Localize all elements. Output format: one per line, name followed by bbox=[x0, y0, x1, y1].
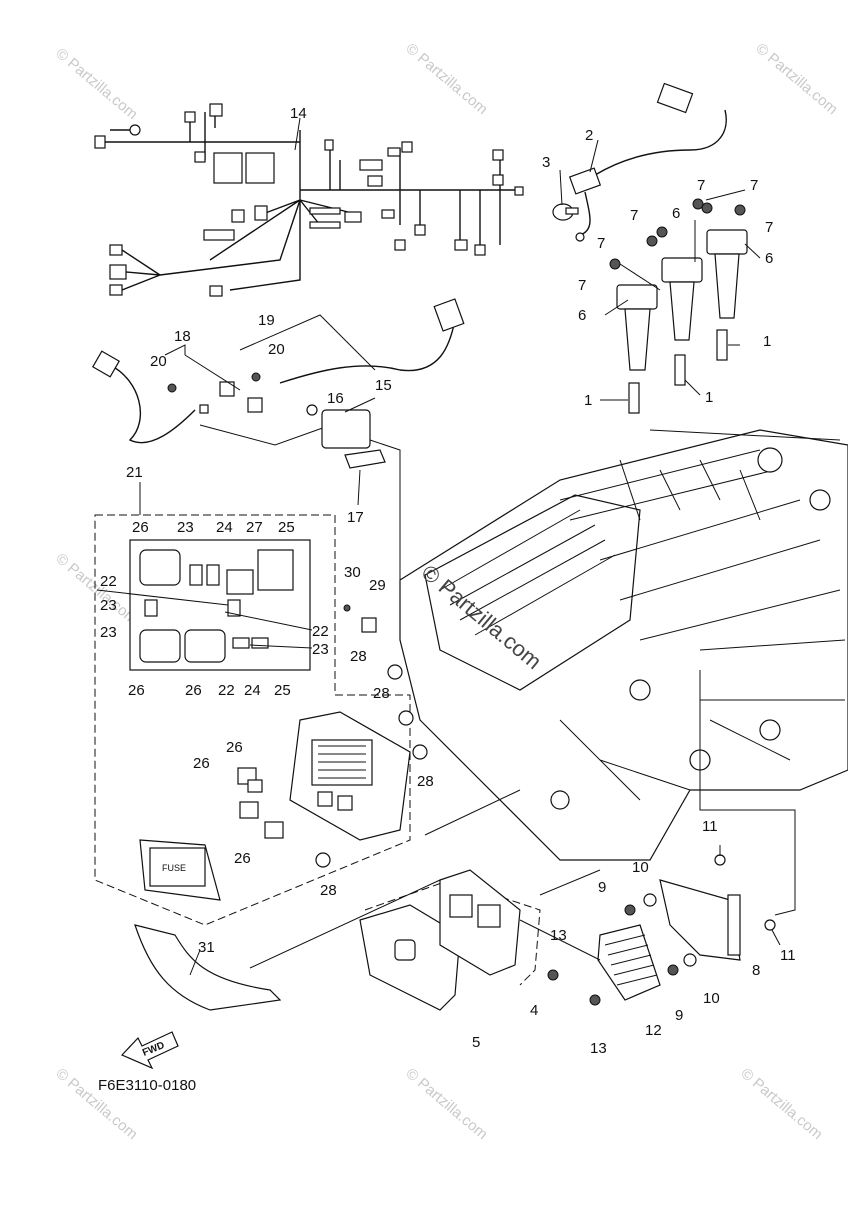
module-mount bbox=[359, 869, 541, 1011]
callout-label: 26 bbox=[226, 739, 243, 756]
callout-label: 2 bbox=[585, 127, 593, 144]
callout-label: 28 bbox=[417, 773, 434, 790]
rectifier-regulator bbox=[424, 670, 796, 1006]
callout-label: 26 bbox=[234, 850, 251, 867]
callout-label: 23 bbox=[100, 597, 117, 614]
watermark: © Partzilla.com bbox=[52, 550, 140, 628]
callout-label: 26 bbox=[128, 682, 145, 699]
spark-plugs bbox=[600, 329, 740, 414]
callout-label: 21 bbox=[126, 464, 143, 481]
relay bbox=[306, 397, 401, 640]
callout-label: 26 bbox=[193, 755, 210, 772]
fwd-arrow: FWD bbox=[120, 1031, 179, 1070]
watermark: © Partzilla.com bbox=[52, 45, 140, 123]
ecm-unit: FUSE bbox=[139, 604, 428, 901]
callout-label: 7 bbox=[750, 177, 758, 194]
callout-label: 1 bbox=[584, 392, 592, 409]
ignition-coils bbox=[604, 220, 761, 371]
callout-label: 12 bbox=[645, 1022, 662, 1039]
callout-label: 27 bbox=[246, 519, 263, 536]
wire-harness bbox=[94, 103, 524, 297]
callout-label: 14 bbox=[290, 105, 307, 122]
callout-label: 9 bbox=[598, 879, 606, 896]
callout-labels: 1 1 1 2 3 4 5 6 6 6 7 7 7 7 7 7 8 9 9 10… bbox=[100, 105, 796, 1057]
callout-label: 29 bbox=[369, 577, 386, 594]
watermark: © Partzilla.com bbox=[752, 40, 840, 118]
callout-label: 6 bbox=[765, 250, 773, 267]
callout-label: 13 bbox=[590, 1040, 607, 1057]
callout-label: 26 bbox=[185, 682, 202, 699]
callout-label: 24 bbox=[216, 519, 233, 536]
callout-label: 9 bbox=[675, 1007, 683, 1024]
callout-label: 3 bbox=[542, 154, 550, 171]
callout-label: 6 bbox=[578, 307, 586, 324]
callout-label: 25 bbox=[274, 682, 291, 699]
callout-label: 15 bbox=[375, 377, 392, 394]
callout-label: 7 bbox=[630, 207, 638, 224]
callout-label: 31 bbox=[198, 939, 215, 956]
callout-label: 7 bbox=[697, 177, 705, 194]
callout-label: 7 bbox=[765, 219, 773, 236]
callout-label: 7 bbox=[578, 277, 586, 294]
callout-label: 25 bbox=[278, 519, 295, 536]
callout-label: 10 bbox=[632, 859, 649, 876]
callout-label: 28 bbox=[350, 648, 367, 665]
callout-label: 20 bbox=[268, 341, 285, 358]
callout-label: 28 bbox=[373, 685, 390, 702]
fuse-box-assy bbox=[94, 482, 411, 926]
plug-cap-lead bbox=[552, 82, 727, 242]
bracket bbox=[134, 879, 441, 1011]
callout-label: 22 bbox=[312, 623, 329, 640]
callout-label: 4 bbox=[530, 1002, 538, 1019]
callout-label: 1 bbox=[763, 333, 771, 350]
fuse-label: FUSE bbox=[162, 863, 186, 873]
callout-label: 30 bbox=[344, 564, 361, 581]
callout-label: 6 bbox=[672, 205, 680, 222]
callout-label: 16 bbox=[327, 390, 344, 407]
callout-label: 7 bbox=[597, 235, 605, 252]
callout-label: 19 bbox=[258, 312, 275, 329]
callout-label: 18 bbox=[174, 328, 191, 345]
engine-block bbox=[399, 429, 848, 861]
callout-label: 1 bbox=[705, 389, 713, 406]
callout-label: 13 bbox=[550, 927, 567, 944]
callout-label: 11 bbox=[702, 818, 718, 835]
callout-label: 23 bbox=[312, 641, 329, 658]
watermark: © Partzilla.com bbox=[402, 1065, 490, 1143]
wire-leads bbox=[92, 298, 465, 446]
callout-label: 26 bbox=[132, 519, 149, 536]
callout-label: 23 bbox=[100, 624, 117, 641]
watermark: © Partzilla.com bbox=[402, 40, 490, 118]
callout-label: 22 bbox=[218, 682, 235, 699]
callout-label: 17 bbox=[347, 509, 364, 526]
callout-label: 23 bbox=[177, 519, 194, 536]
callout-label: 11 bbox=[780, 947, 796, 964]
watermark: © Partzilla.com bbox=[737, 1065, 825, 1143]
callout-label: 10 bbox=[703, 990, 720, 1007]
part-code: F6E3110-0180 bbox=[98, 1077, 196, 1094]
callout-label: 5 bbox=[472, 1034, 480, 1051]
callout-label: 24 bbox=[244, 682, 261, 699]
callout-label: 22 bbox=[100, 573, 117, 590]
coil-bolts bbox=[609, 189, 746, 291]
callout-label: 20 bbox=[150, 353, 167, 370]
callout-label: 28 bbox=[320, 882, 337, 899]
callout-label: 8 bbox=[752, 962, 760, 979]
